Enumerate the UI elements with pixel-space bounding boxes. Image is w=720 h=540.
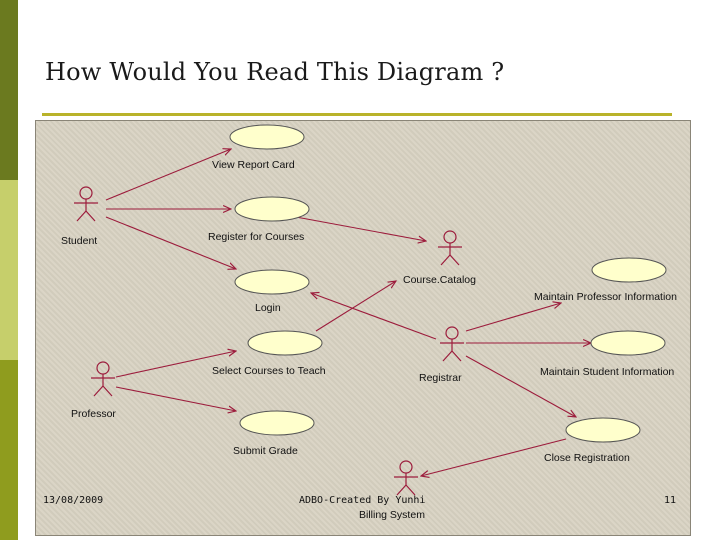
- label-view-report-card: View Report Card: [212, 159, 295, 171]
- use-case-diagram: View Report Card Register for Courses St…: [35, 120, 691, 536]
- label-registrar: Registrar: [419, 372, 462, 384]
- assoc-registrar-maintain-professor: [465, 303, 561, 332]
- assoc-professor-submit-grade: [115, 386, 236, 411]
- actor-professor-figure: [90, 361, 116, 397]
- assoc-register-catalog: [295, 216, 426, 241]
- label-student: Student: [61, 235, 98, 247]
- label-billing-system: Billing System: [359, 509, 425, 521]
- footer-credit: ADBO-Created By Yunhi: [299, 495, 426, 506]
- use-case-login: [234, 269, 310, 295]
- use-case-view-report-card: [229, 124, 305, 150]
- assoc-student-view-report-card: [105, 149, 231, 201]
- label-register-for-courses: Register for Courses: [208, 231, 305, 243]
- sidebar-band-top: [0, 0, 18, 180]
- actor-registrar-figure: [439, 326, 465, 362]
- label-close-registration: Close Registration: [544, 452, 630, 464]
- label-select-courses-to-teach: Select Courses to Teach: [212, 365, 326, 377]
- sidebar-band-middle: [0, 180, 18, 360]
- label-submit-grade: Submit Grade: [233, 445, 298, 457]
- assoc-registrar-login: [311, 293, 437, 340]
- use-case-select-courses-to-teach: [247, 330, 323, 356]
- use-case-submit-grade: [239, 410, 315, 436]
- assoc-professor-select-courses: [115, 351, 236, 378]
- label-course-catalog: Course.Catalog: [403, 274, 476, 286]
- diagram-canvas: [73, 124, 667, 496]
- label-maintain-student-information: Maintain Student Information: [540, 366, 675, 378]
- label-login: Login: [255, 302, 281, 314]
- assoc-registrar-close-registration: [465, 355, 576, 417]
- use-case-maintain-student-information: [590, 330, 666, 356]
- label-maintain-professor-information: Maintain Professor Information: [534, 291, 677, 303]
- use-case-register-for-courses: [234, 196, 310, 222]
- assoc-close-registration-billing: [421, 438, 567, 476]
- actor-student-figure: [73, 186, 99, 222]
- actor-course-catalog-figure: [437, 230, 463, 266]
- footer-date: 13/08/2009: [43, 495, 104, 506]
- footer-page-number: 11: [664, 495, 677, 506]
- slide-title: How Would You Read This Diagram ?: [45, 58, 505, 86]
- assoc-select-catalog: [315, 281, 396, 332]
- assoc-student-login: [105, 216, 236, 269]
- title-rule: [42, 113, 672, 116]
- sidebar-band-bottom: [0, 360, 18, 540]
- actor-billing-system-figure: [393, 460, 419, 496]
- use-case-close-registration: [565, 417, 641, 443]
- label-professor: Professor: [71, 408, 116, 420]
- use-case-maintain-professor-information: [591, 257, 667, 283]
